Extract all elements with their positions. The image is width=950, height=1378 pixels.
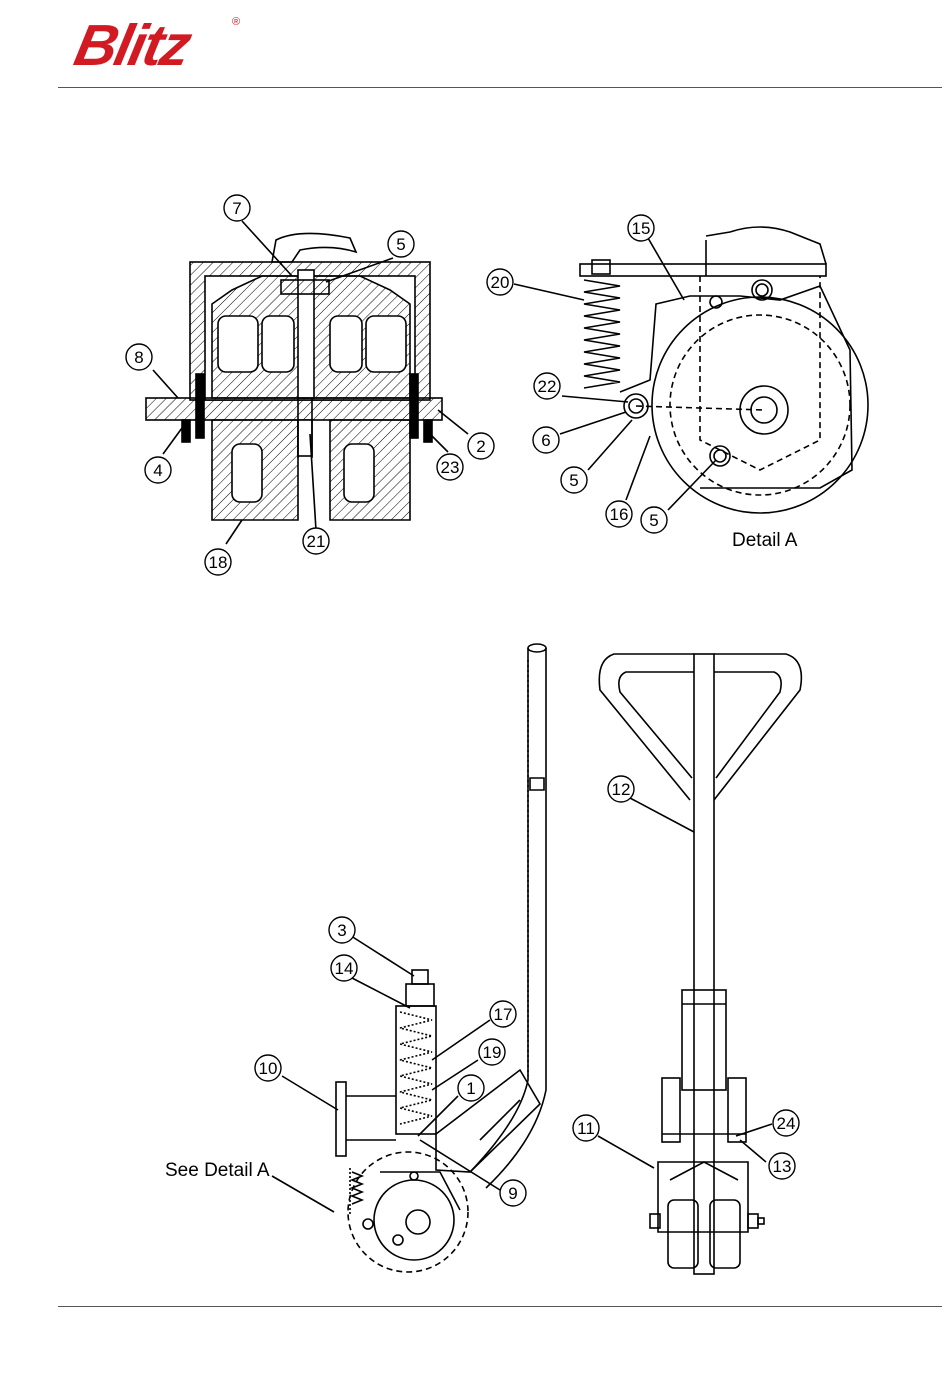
callout-2: 2 — [468, 433, 494, 459]
callout-12: 12 — [608, 776, 634, 802]
callout-21-text: 21 — [307, 532, 326, 551]
callout-5-b-text: 5 — [569, 471, 578, 490]
callout-16-text: 16 — [610, 505, 629, 524]
callout-20: 20 — [487, 269, 513, 295]
callout-10: 10 — [255, 1055, 281, 1081]
front-view-drawing — [599, 654, 801, 1274]
detail-a-caption: Detail A — [732, 530, 797, 552]
callout-13-text: 13 — [773, 1157, 792, 1176]
callout-7: 7 — [224, 195, 250, 221]
callout-1: 1 — [458, 1075, 484, 1101]
callout-12-text: 12 — [612, 780, 631, 799]
callout-5-a: 5 — [388, 231, 414, 257]
callout-23-text: 23 — [441, 458, 460, 477]
callout-19: 19 — [479, 1039, 505, 1065]
callout-22: 22 — [534, 373, 560, 399]
callout-20-text: 20 — [491, 273, 510, 292]
callout-8-text: 8 — [134, 348, 143, 367]
callout-9-text: 9 — [508, 1184, 517, 1203]
callout-18-text: 18 — [209, 553, 228, 572]
callout-17-text: 17 — [494, 1005, 513, 1024]
callout-21: 21 — [303, 528, 329, 554]
callout-8: 8 — [126, 344, 152, 370]
callout-5-c: 5 — [641, 507, 667, 533]
wheel-cross-section — [146, 233, 442, 520]
callout-1-text: 1 — [466, 1079, 475, 1098]
callout-16: 16 — [606, 501, 632, 527]
callout-9: 9 — [500, 1180, 526, 1206]
callout-18: 18 — [205, 549, 231, 575]
callout-6: 6 — [533, 427, 559, 453]
callout-10-text: 10 — [259, 1059, 278, 1078]
callout-24-text: 24 — [777, 1114, 796, 1133]
callout-15-text: 15 — [632, 219, 651, 238]
callout-14-text: 14 — [335, 959, 354, 978]
see-detail-a-caption: See Detail A — [165, 1160, 270, 1182]
callout-5-a-text: 5 — [396, 235, 405, 254]
callout-11-text: 11 — [577, 1119, 595, 1138]
callout-17: 17 — [490, 1001, 516, 1027]
callout-2-text: 2 — [476, 437, 485, 456]
callout-23: 23 — [437, 454, 463, 480]
callout-3-text: 3 — [337, 921, 346, 940]
callout-5-c-text: 5 — [649, 511, 658, 530]
callout-22-text: 22 — [538, 377, 557, 396]
callout-7-text: 7 — [232, 199, 241, 218]
side-view-drawing — [336, 644, 546, 1272]
callout-13: 13 — [769, 1153, 795, 1179]
callout-4: 4 — [145, 457, 171, 483]
callout-5-b: 5 — [561, 467, 587, 493]
callout-24: 24 — [773, 1110, 799, 1136]
detail-a-drawing — [580, 227, 868, 513]
callout-15: 15 — [628, 215, 654, 241]
callout-14: 14 — [331, 955, 357, 981]
callout-6-text: 6 — [541, 431, 550, 450]
callout-19-text: 19 — [483, 1043, 502, 1062]
callout-3: 3 — [329, 917, 355, 943]
callout-11: 11 — [573, 1115, 599, 1141]
callout-4-text: 4 — [153, 461, 162, 480]
